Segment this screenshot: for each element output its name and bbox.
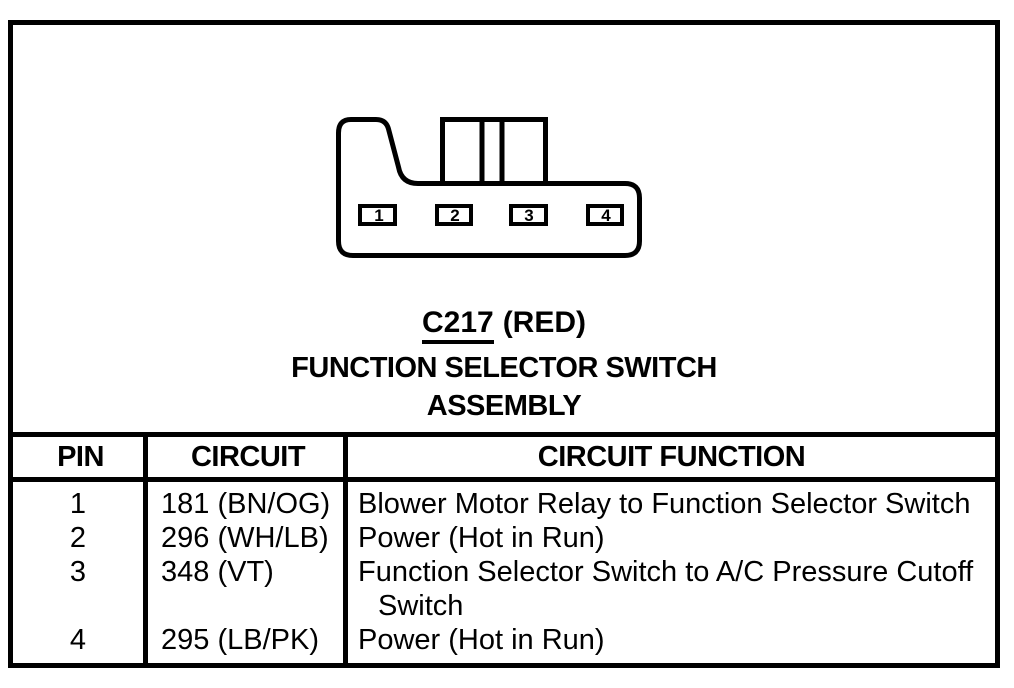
connector-id-line: C217(RED): [13, 306, 995, 344]
function-cell: Blower Motor Relay to Function Selector …: [348, 487, 995, 521]
pin-number: 2: [450, 206, 459, 225]
table-row: 2 296 (WH/LB) Power (Hot in Run): [13, 521, 995, 555]
pin-number: 4: [601, 206, 611, 225]
pin-box: [435, 204, 473, 226]
function-cell: Function Selector Switch to A/C Pressure…: [348, 555, 995, 623]
circuit-cell: 295 (LB/PK): [161, 624, 319, 656]
pin-cell: 1: [69, 488, 87, 520]
connector-name-line2: ASSEMBLY: [426, 390, 582, 422]
function-line: Switch: [378, 590, 464, 622]
circuit-cell: 296 (WH/LB): [161, 522, 329, 554]
column-header-circuit: CIRCUIT: [190, 440, 306, 473]
table-row: 3 348 (VT) Function Selector Switch to A…: [13, 555, 995, 623]
pin-cell: 4: [69, 624, 87, 656]
pin-box: [586, 204, 624, 226]
function-line: Blower Motor Relay to Function Selector …: [358, 488, 971, 520]
connector-id: C217: [421, 306, 494, 344]
connector-diagram: 1 2 3 4: [336, 117, 642, 258]
column-divider: [343, 437, 348, 663]
pin-cell: 2: [69, 522, 87, 554]
function-line: Power (Hot in Run): [358, 624, 605, 656]
pin-number: 3: [524, 206, 533, 225]
pin-box: [358, 204, 397, 226]
pin-cell: 3: [69, 556, 87, 588]
table-row: 1 181 (BN/OG) Blower Motor Relay to Func…: [13, 487, 995, 521]
table-body: 1 181 (BN/OG) Blower Motor Relay to Func…: [13, 482, 995, 657]
connector-outline: [336, 117, 642, 258]
pin-number: 1: [374, 206, 383, 225]
function-line: Function Selector Switch to A/C Pressure…: [358, 556, 974, 588]
function-cell: Power (Hot in Run): [348, 623, 995, 657]
column-divider: [143, 437, 148, 663]
circuit-cell: 348 (VT): [161, 556, 274, 588]
function-line: Power (Hot in Run): [358, 522, 605, 554]
function-cell: Power (Hot in Run): [348, 521, 995, 555]
pinout-table: PIN CIRCUIT CIRCUIT FUNCTION 1 181 (BN/O…: [13, 432, 995, 663]
table-header-row: PIN CIRCUIT CIRCUIT FUNCTION: [13, 437, 995, 482]
connector-name-line1: FUNCTION SELECTOR SWITCH: [291, 352, 717, 384]
pin-box: [509, 204, 548, 226]
circuit-cell: 181 (BN/OG): [161, 488, 331, 520]
connector-key-tab: [440, 117, 548, 186]
column-header-pin: PIN: [57, 440, 104, 473]
column-header-circuit-function: CIRCUIT FUNCTION: [537, 440, 806, 473]
connector-color-note: (RED): [502, 306, 587, 339]
table-row: 4 295 (LB/PK) Power (Hot in Run): [13, 623, 995, 657]
diagram-frame: 1 2 3 4 C217(RED) FUNCTION SELECTOR SWIT…: [8, 20, 1000, 668]
